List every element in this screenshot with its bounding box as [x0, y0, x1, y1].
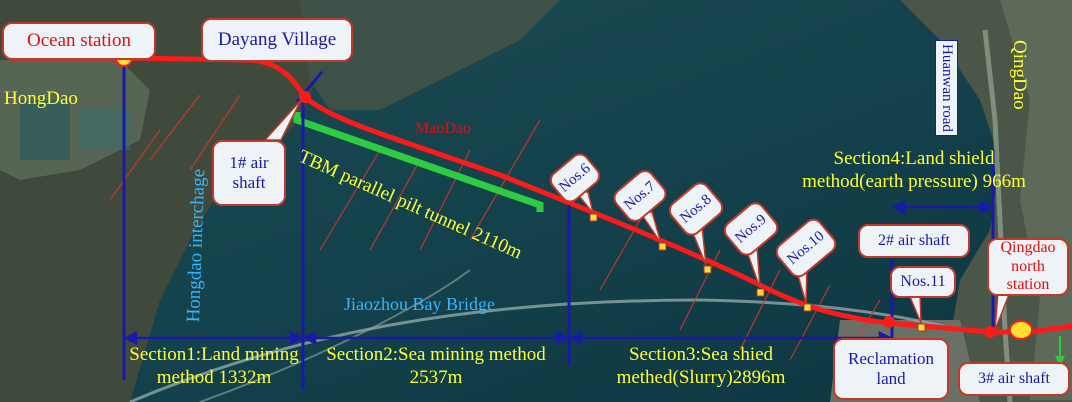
- section1-label: Section1:Land mining method 1332m: [126, 344, 302, 390]
- section4-line1: Section4:Land shield: [833, 148, 995, 169]
- jiaozhou-bridge-line: [129, 298, 961, 402]
- section2-line2: 2537m: [409, 366, 463, 388]
- shaft2-label: 2# air shaft: [878, 232, 950, 249]
- dayang-village-label: Dayang Village: [217, 29, 337, 50]
- section1-line1: Section1:Land mining: [129, 344, 299, 365]
- section4-line2: method(earth pressure) 966m: [802, 170, 1026, 192]
- shaft1-label: 1# air shaft: [229, 153, 269, 192]
- east-land: [900, 0, 1072, 402]
- section3-line1: Section3:Sea shied: [628, 344, 774, 365]
- section3-line2: methed(Slurry)2896m: [616, 366, 786, 388]
- reclamation-callout: Reclamation land: [833, 338, 949, 400]
- ocean-station-callout: Ocean station: [2, 22, 156, 60]
- nos9-label: Nos.9: [732, 211, 770, 247]
- urban-area-east: [1000, 0, 1072, 400]
- qingdao-north-marker: [1009, 320, 1033, 340]
- section1-line2: method 1332m: [156, 366, 272, 388]
- dayang-village-callout: Dayang Village: [201, 18, 353, 62]
- shaft3-callout: 3# air shaft: [958, 362, 1070, 396]
- maodao-coast: [300, 0, 560, 110]
- qingdao-label: QingDao: [1009, 40, 1030, 110]
- section4-label: Section4:Land shield method(earth pressu…: [796, 148, 1032, 194]
- nos7-label: Nos.7: [621, 178, 659, 214]
- section3-label: Section3:Sea shied methed(Slurry)2896m: [575, 344, 827, 390]
- shaft2-callout: 2# air shaft: [858, 224, 970, 258]
- section-arrows: [123, 199, 994, 346]
- section2-label: Section2:Sea mining method 2537m: [305, 344, 567, 390]
- bridge-spur: [199, 269, 471, 402]
- qingdao-north-label: Qingdao north station: [1000, 239, 1056, 294]
- tbm-parallel-tunnel: [293, 112, 544, 212]
- nos-markers: [589, 213, 926, 332]
- shaft2-marker: [883, 316, 895, 328]
- nos6-label: Nos.6: [556, 160, 594, 196]
- shaft1-marker: [299, 91, 311, 103]
- nos11-callout: Nos.11: [890, 266, 956, 298]
- reclamation-label: Reclamation land: [848, 349, 934, 388]
- salt-pans: [20, 100, 70, 160]
- nos11-label: Nos.11: [900, 273, 946, 290]
- salt-pans-2: [80, 110, 130, 150]
- qingdao-north-callout: Qingdao north station: [987, 238, 1069, 296]
- nos8-label: Nos.8: [677, 191, 715, 227]
- jiaozhou-bridge-label: Jiaozhou Bay Bridge: [344, 294, 495, 314]
- huanwan-road-line: [982, 29, 1013, 402]
- shaft1-callout: 1# air shaft: [212, 140, 286, 206]
- hongdao-label: HongDao: [4, 88, 78, 109]
- shaft3-label: 3# air shaft: [978, 370, 1050, 387]
- shaft3-marker: [984, 326, 996, 338]
- section2-line1: Section2:Sea mining method: [326, 344, 546, 365]
- ocean-station-label: Ocean station: [27, 30, 131, 51]
- maodao-label: MaoDao: [415, 120, 471, 137]
- huanwan-road-label: Huanwan road: [935, 40, 958, 136]
